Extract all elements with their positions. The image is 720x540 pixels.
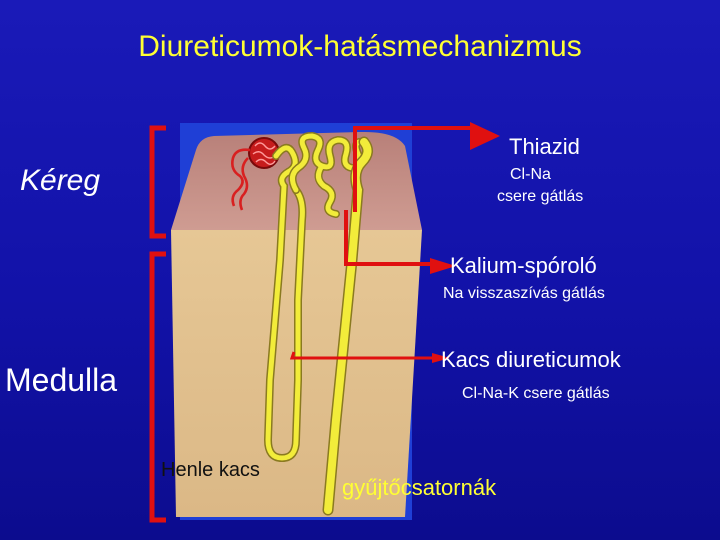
collecting-duct-label: gyűjtőcsatornák — [342, 475, 497, 500]
kalium-sporolo-effect: Na visszaszívás gátlás — [443, 285, 605, 302]
kacs-diureticum-label: Kacs diureticumok — [441, 347, 621, 372]
convoluted-tubules — [288, 131, 368, 218]
thiazid-arrow — [353, 122, 500, 212]
cortex-label: Kéreg — [20, 164, 101, 197]
kalium-sporolo-arrow — [344, 210, 456, 274]
blood-vessels — [231, 148, 251, 211]
henle-loop-tubule — [263, 143, 307, 463]
henle-loop-label: Henle kacs — [161, 459, 260, 481]
kalium-sporolo-label: Kalium-spóroló — [450, 253, 597, 278]
kacs-diureticum-arrow — [289, 351, 450, 363]
thiazid-effect-line1: Cl-Na — [510, 166, 551, 183]
thiazid-label: Thiazid — [509, 134, 580, 159]
page-title: Diureticumok-hatásmechanizmus — [138, 30, 582, 63]
collecting-duct — [322, 136, 373, 516]
kacs-diureticum-effect: Cl-Na-K csere gátlás — [462, 385, 610, 402]
thiazid-effect-line2: csere gátlás — [497, 188, 584, 205]
medulla-label: Medulla — [5, 362, 118, 398]
cortex-bracket — [149, 125, 166, 239]
medulla-bracket — [149, 251, 166, 523]
